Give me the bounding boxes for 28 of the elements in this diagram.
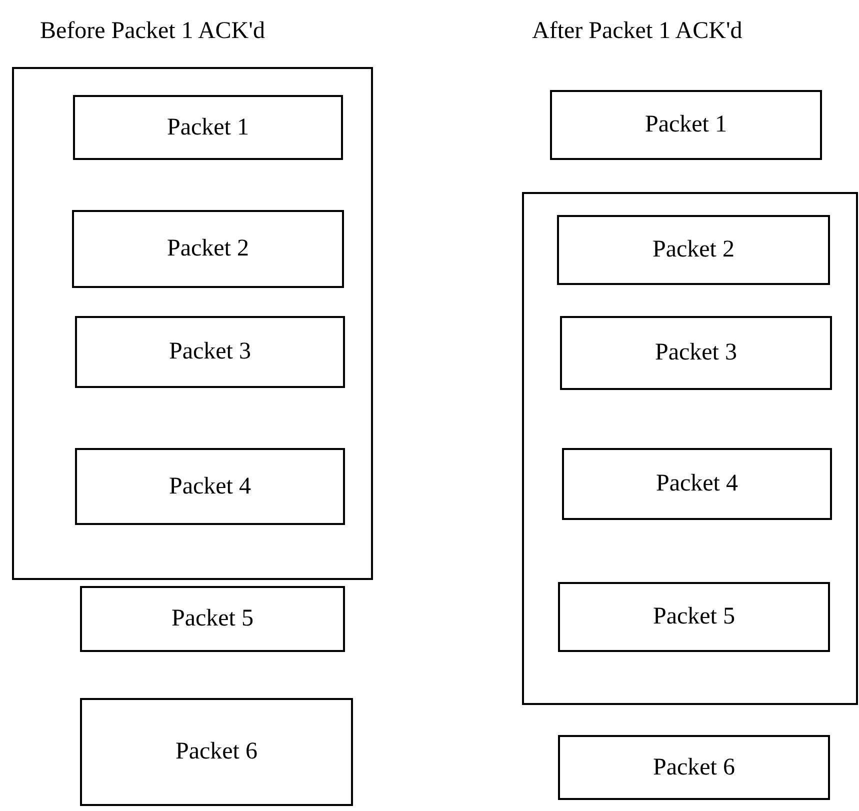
packet-box (558, 582, 830, 652)
packet-box (550, 90, 822, 160)
packet-box (562, 448, 832, 520)
packet-box (73, 95, 343, 160)
packet-box (72, 210, 344, 288)
packet-box (558, 735, 830, 800)
packet-label: Packet 4 (168, 473, 252, 500)
packet-label: Packet 1 (644, 112, 728, 138)
packet-box (75, 316, 345, 388)
packet-box (75, 448, 345, 525)
packet-box (80, 586, 345, 652)
window-frame (12, 67, 373, 580)
packet-label: Packet 6 (174, 738, 258, 766)
column-heading: Before Packet 1 ACK'd (40, 18, 265, 45)
packet-label: Packet 3 (654, 340, 738, 366)
packet-label: Packet 5 (170, 606, 254, 632)
packet-box (560, 316, 832, 390)
packet-label: Packet 6 (652, 754, 736, 781)
packet-box (80, 698, 353, 806)
packet-label: Packet 5 (652, 604, 736, 630)
packet-label: Packet 4 (655, 470, 739, 498)
column-heading: After Packet 1 ACK'd (532, 18, 742, 45)
packet-box (557, 215, 830, 285)
packet-label: Packet 2 (652, 236, 736, 264)
packet-label: Packet 3 (168, 338, 252, 366)
window-frame (522, 192, 858, 705)
packet-label: Packet 1 (166, 114, 250, 141)
packet-label: Packet 2 (166, 236, 250, 262)
